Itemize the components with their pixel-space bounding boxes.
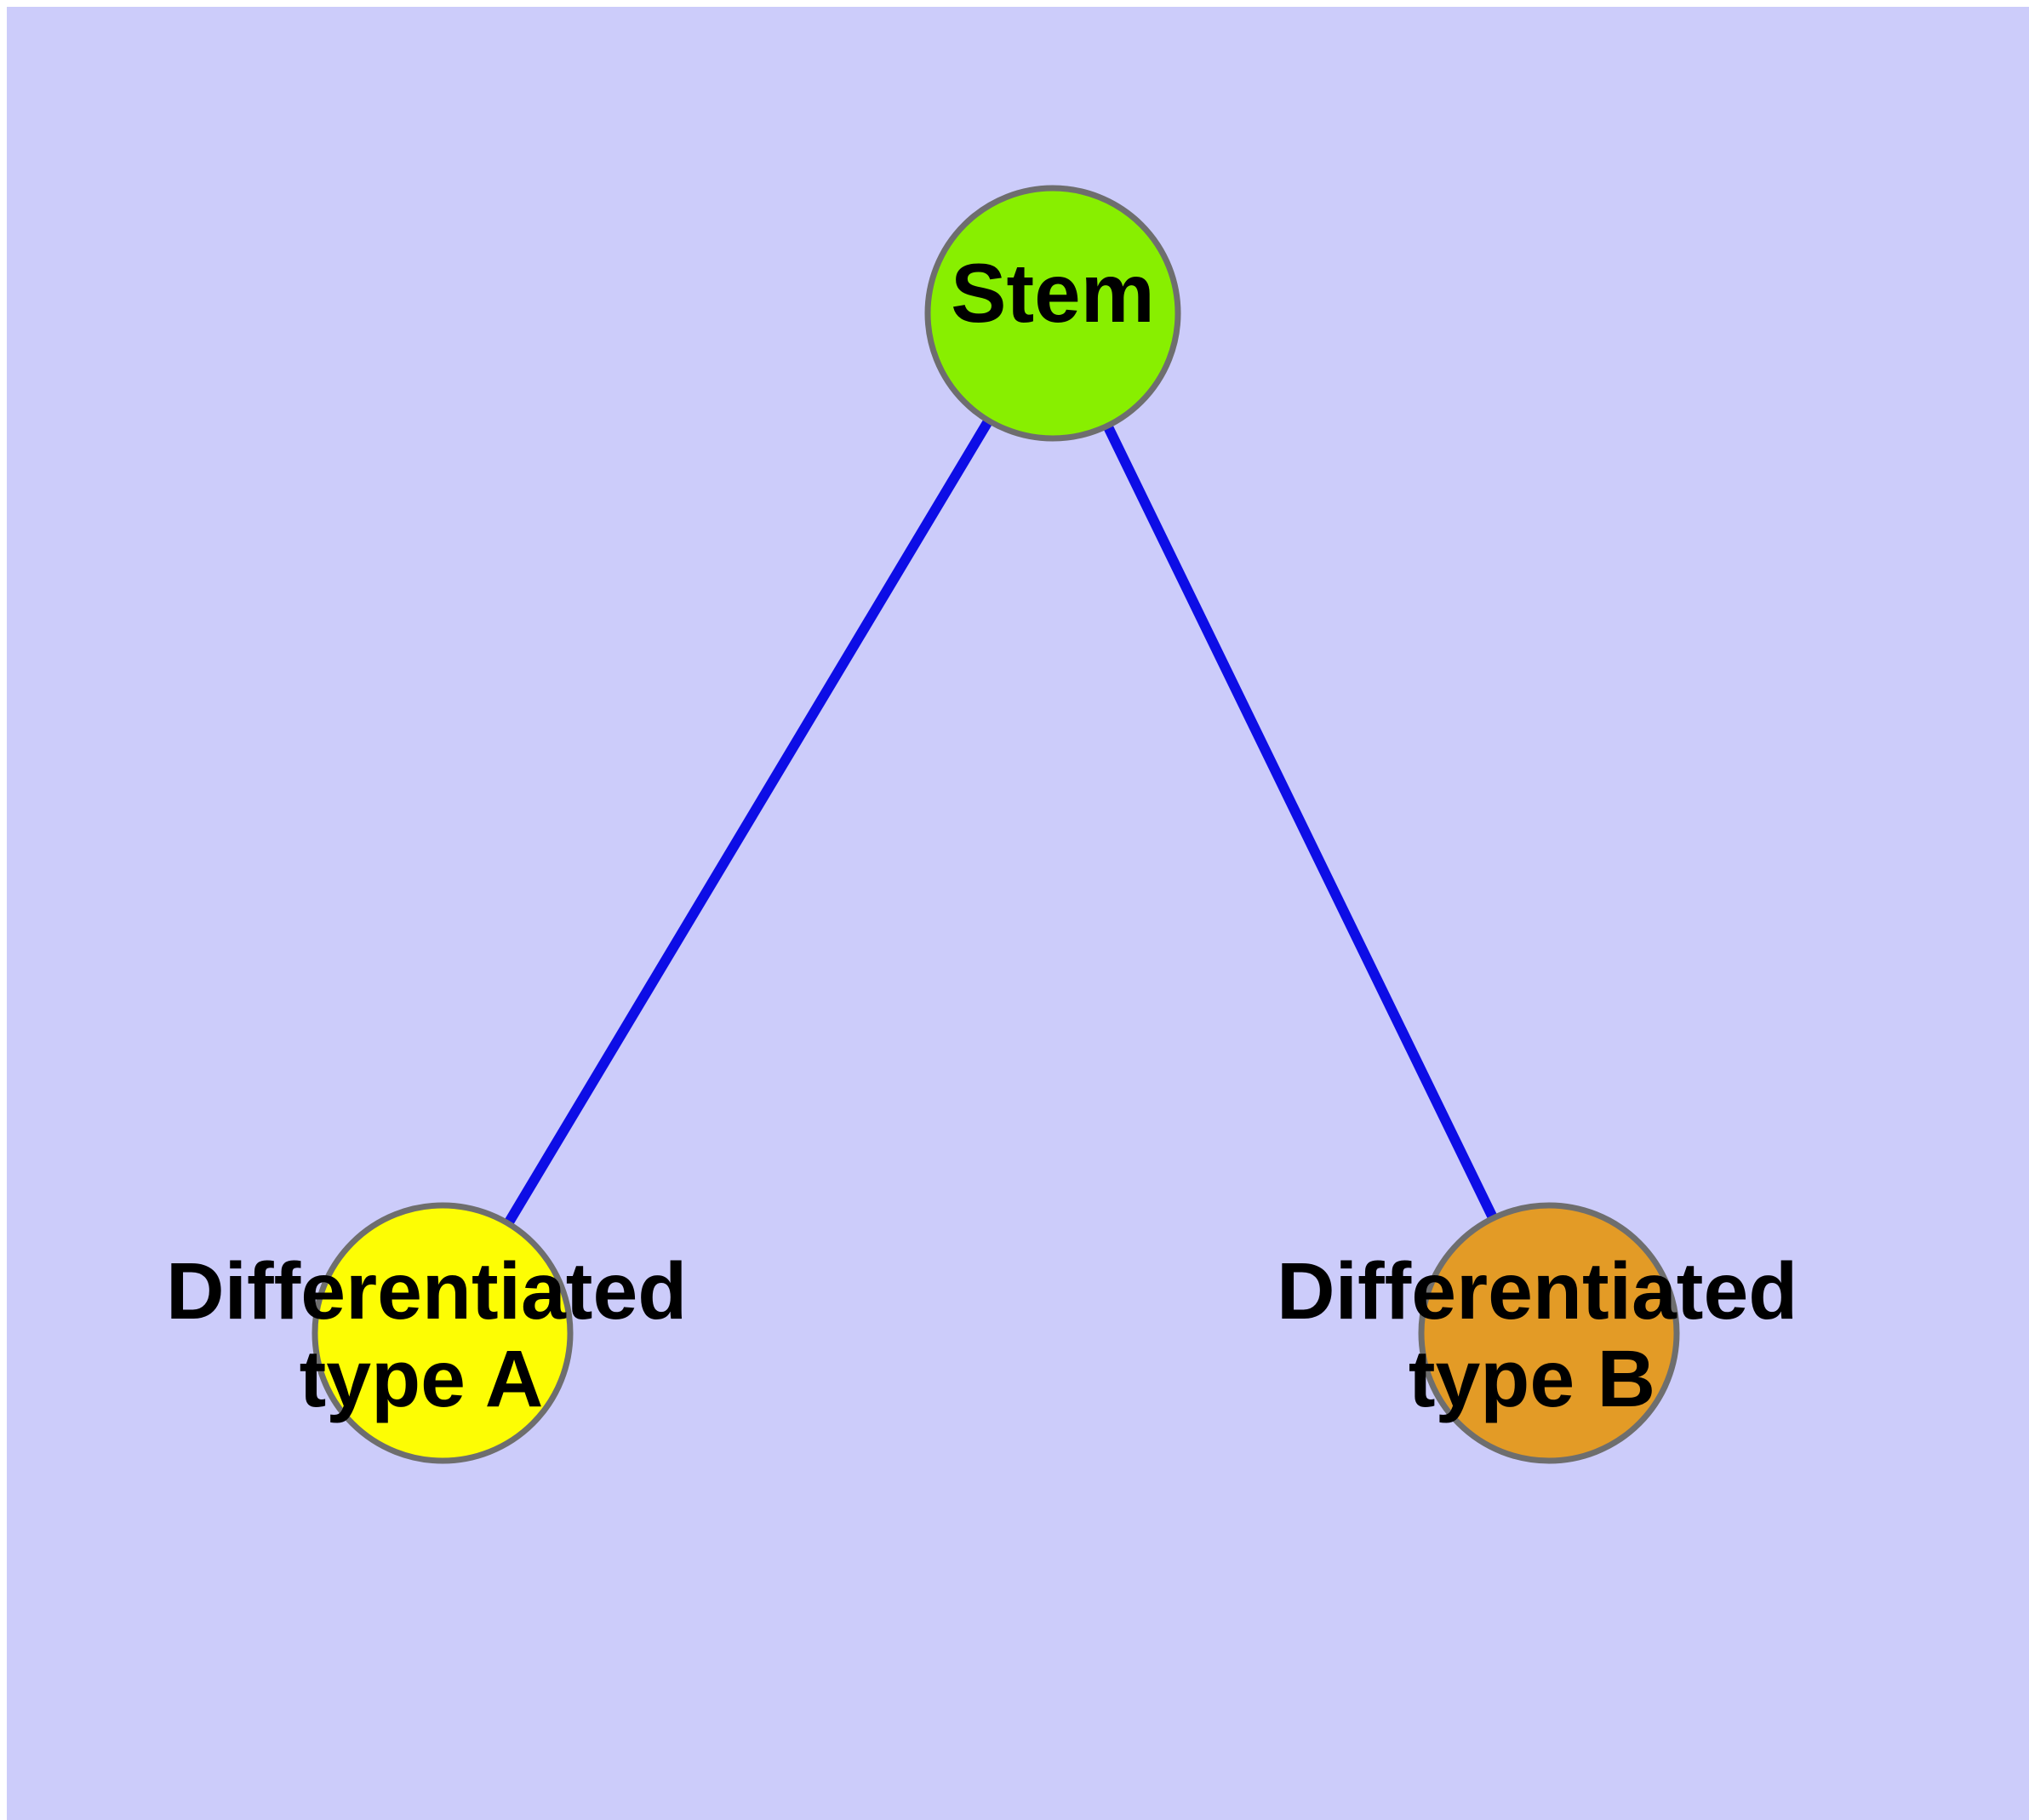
node-layer: [311, 185, 1680, 1464]
node-differentiated-type-b[interactable]: [1418, 1202, 1680, 1464]
edge-layer: [503, 310, 1498, 1227]
node-stem[interactable]: [924, 185, 1181, 442]
edge-stem-to-differentiated-a[interactable]: [503, 310, 1058, 1227]
edge-stem-to-differentiated-b[interactable]: [1048, 311, 1498, 1221]
node-differentiated-type-a[interactable]: [311, 1202, 574, 1464]
